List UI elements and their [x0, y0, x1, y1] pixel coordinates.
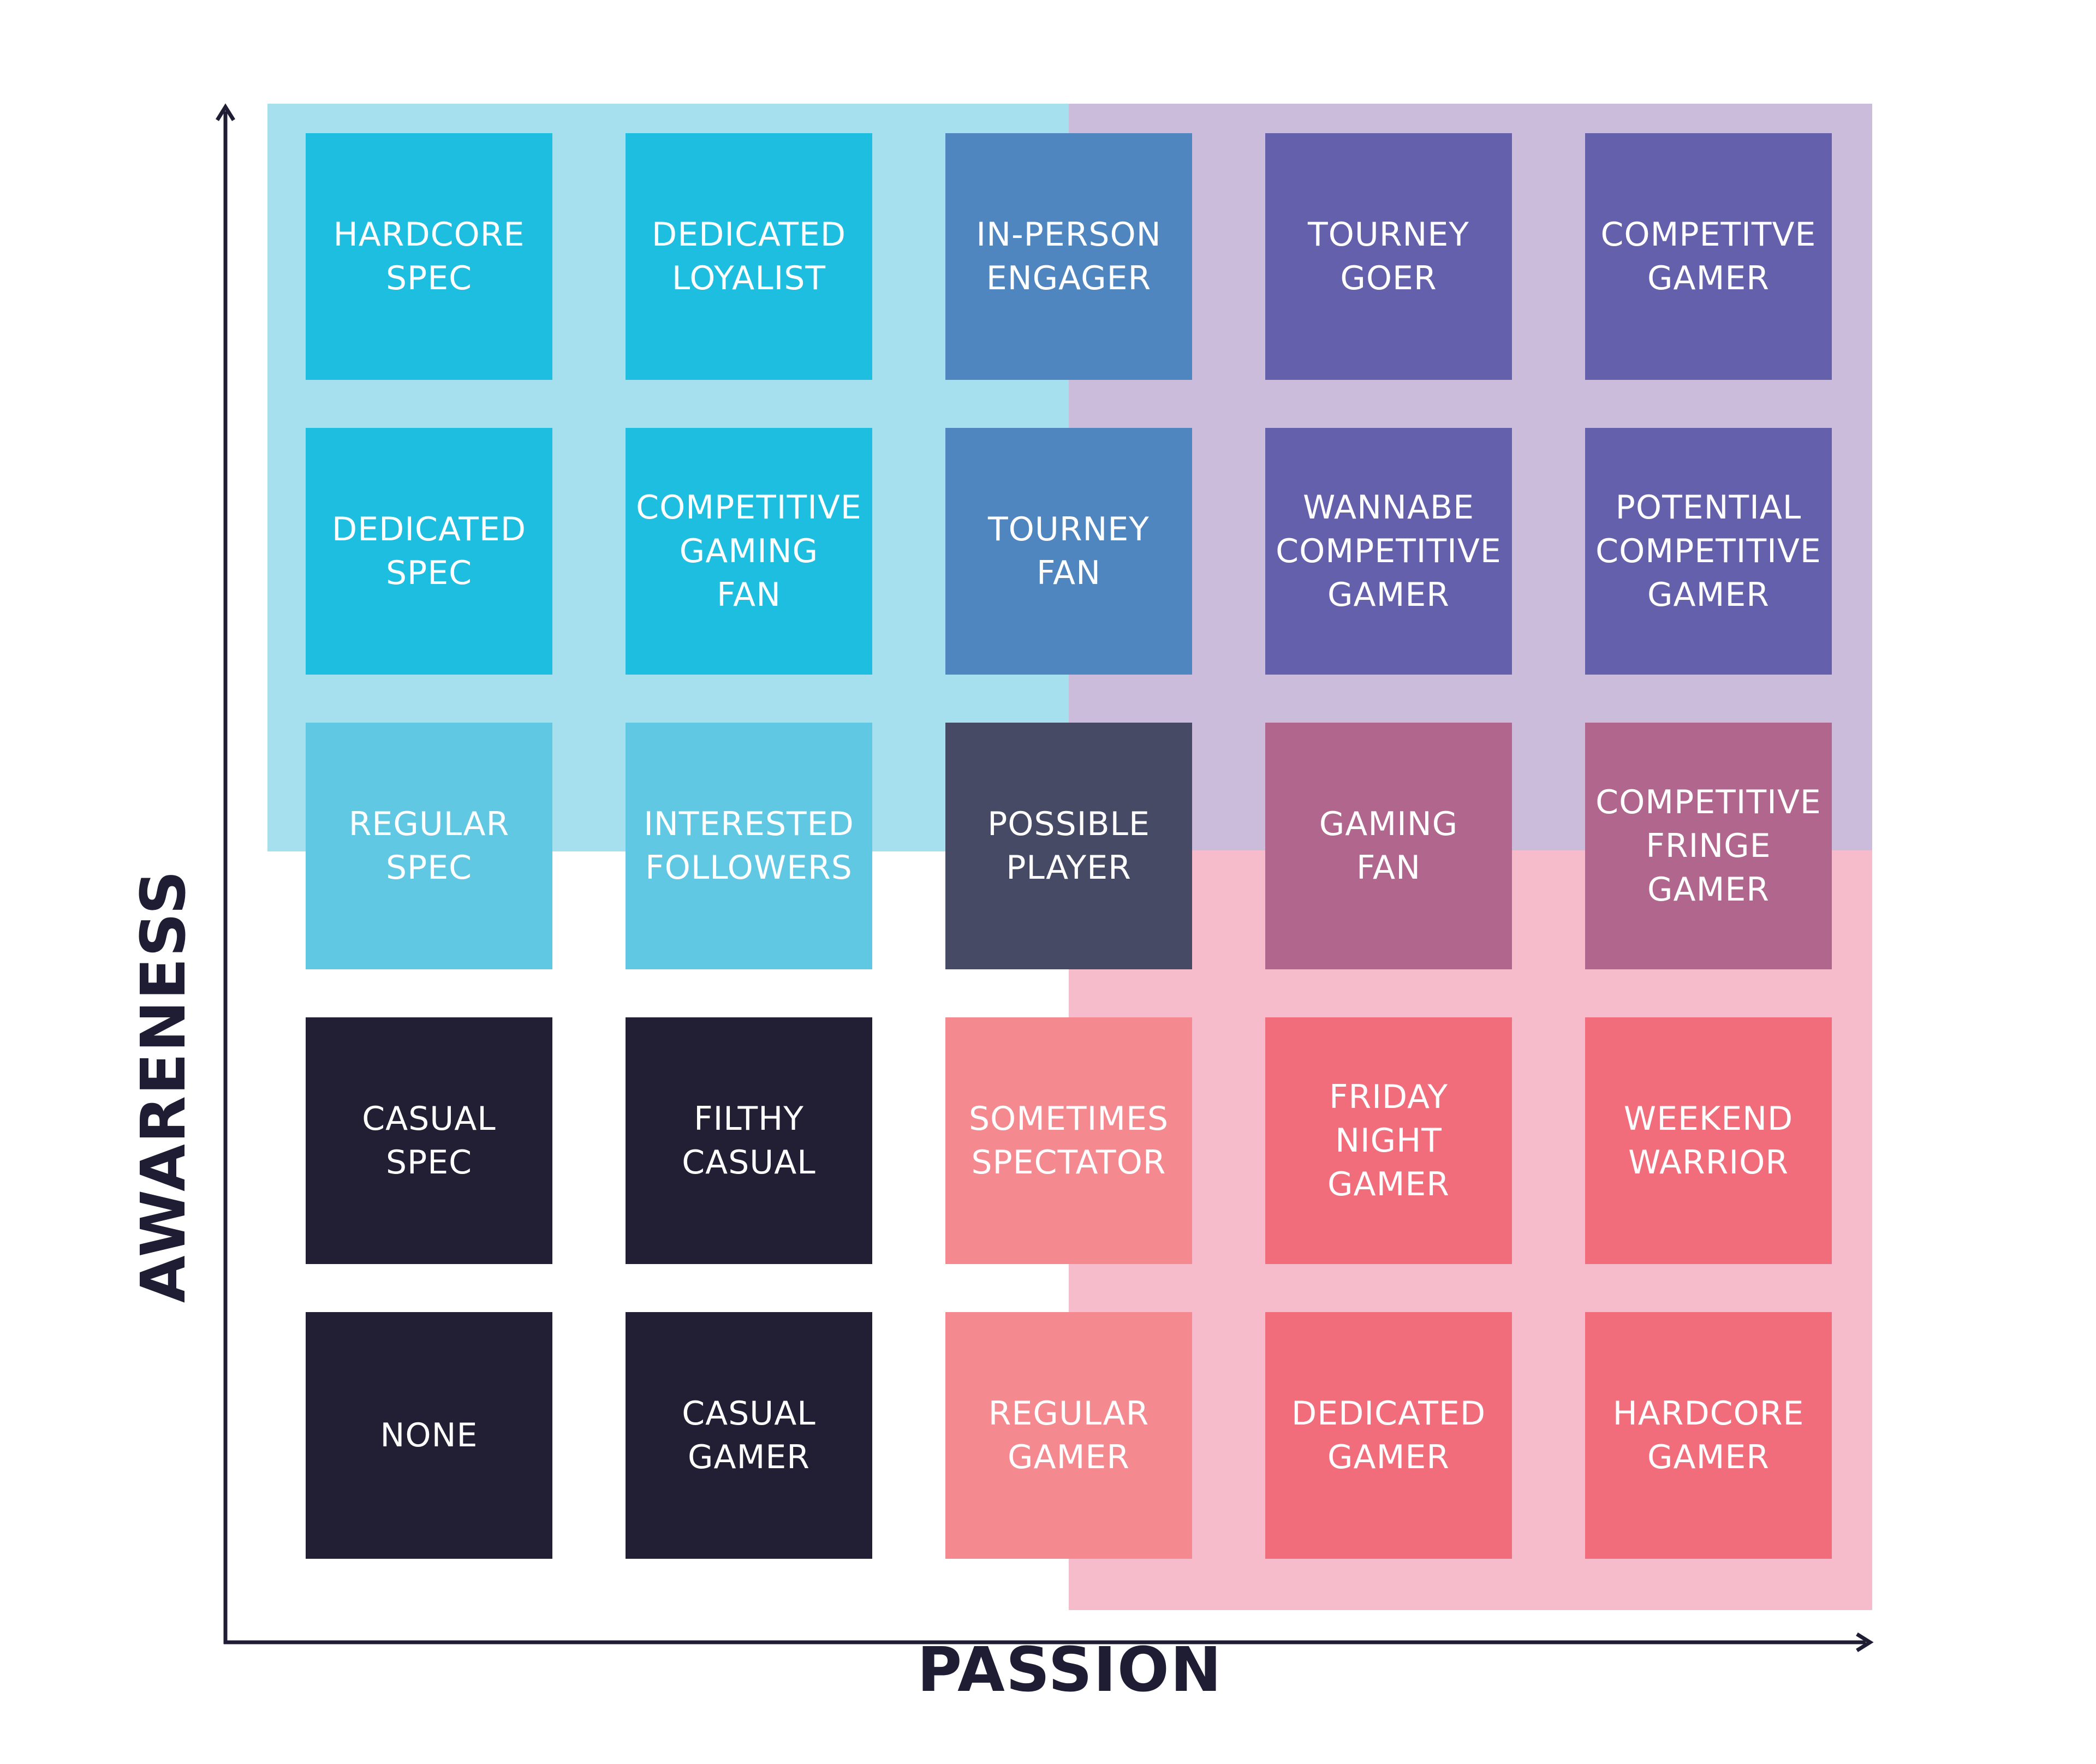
x-axis-arrowhead: [1856, 1632, 1874, 1652]
persona-label: DEDICATED SPEC: [331, 510, 527, 592]
persona-tile: IN-PERSON ENGAGER: [945, 133, 1192, 380]
persona-tile: REGULAR SPEC: [306, 723, 552, 969]
persona-tile: POSSIBLE PLAYER: [945, 723, 1192, 969]
persona-tile: COMPETITVE GAMER: [1585, 133, 1832, 380]
persona-tile: FILTHY CASUAL: [626, 1017, 872, 1264]
persona-label: POSSIBLE PLAYER: [987, 805, 1150, 887]
persona-label: WEEKEND WARRIOR: [1623, 1100, 1794, 1182]
persona-label: TOURNEY GOER: [1308, 216, 1469, 297]
persona-label: TOURNEY FAN: [988, 510, 1150, 592]
persona-tile: COMPETITIVE FRINGE GAMER: [1585, 723, 1832, 969]
persona-tile: COMPETITIVE GAMING FAN: [626, 428, 872, 675]
persona-label: IN-PERSON ENGAGER: [976, 216, 1162, 297]
persona-label: COMPETITIVE GAMING FAN: [636, 488, 862, 614]
persona-label: FRIDAY NIGHT GAMER: [1327, 1078, 1450, 1203]
y-axis-arrowhead: [216, 103, 235, 121]
persona-tile: CASUAL SPEC: [306, 1017, 552, 1264]
persona-label: POTENTIAL COMPETITIVE GAMER: [1595, 488, 1821, 614]
persona-label: DEDICATED LOYALIST: [651, 216, 847, 297]
persona-label: HARDCORE SPEC: [333, 216, 525, 297]
persona-label: REGULAR GAMER: [988, 1394, 1150, 1476]
persona-tile: REGULAR GAMER: [945, 1312, 1192, 1559]
persona-label: GAMING FAN: [1319, 805, 1458, 887]
persona-tile: INTERESTED FOLLOWERS: [626, 723, 872, 969]
y-axis-label: AWARENESS: [128, 869, 199, 1303]
persona-label: SOMETIMES SPECTATOR: [968, 1100, 1169, 1182]
persona-label: CASUAL SPEC: [362, 1100, 496, 1182]
persona-tile: TOURNEY GOER: [1265, 133, 1512, 380]
persona-tile: WEEKEND WARRIOR: [1585, 1017, 1832, 1264]
persona-tile: CASUAL GAMER: [626, 1312, 872, 1559]
persona-tile: DEDICATED SPEC: [306, 428, 552, 675]
persona-tile: HARDCORE SPEC: [306, 133, 552, 380]
persona-label: WANNABE COMPETITIVE GAMER: [1276, 488, 1502, 614]
persona-tile: FRIDAY NIGHT GAMER: [1265, 1017, 1512, 1264]
persona-tile: SOMETIMES SPECTATOR: [945, 1017, 1192, 1264]
persona-label: COMPETITVE GAMER: [1600, 216, 1817, 297]
persona-label: DEDICATED GAMER: [1291, 1394, 1486, 1476]
persona-label: CASUAL GAMER: [682, 1394, 816, 1476]
persona-tile: DEDICATED LOYALIST: [626, 133, 872, 380]
persona-tile: NONE: [306, 1312, 552, 1559]
persona-label: REGULAR SPEC: [348, 805, 510, 887]
persona-label: INTERESTED FOLLOWERS: [644, 805, 854, 887]
persona-tile: TOURNEY FAN: [945, 428, 1192, 675]
persona-tile: POTENTIAL COMPETITIVE GAMER: [1585, 428, 1832, 675]
persona-label: FILTHY CASUAL: [682, 1100, 816, 1182]
persona-tile: HARDCORE GAMER: [1585, 1312, 1832, 1559]
persona-label: COMPETITIVE FRINGE GAMER: [1595, 783, 1821, 909]
x-axis-label: PASSION: [917, 1635, 1223, 1706]
persona-tile: DEDICATED GAMER: [1265, 1312, 1512, 1559]
persona-tile: GAMING FAN: [1265, 723, 1512, 969]
persona-tile: WANNABE COMPETITIVE GAMER: [1265, 428, 1512, 675]
persona-label: NONE: [380, 1416, 478, 1455]
persona-label: HARDCORE GAMER: [1612, 1394, 1805, 1476]
